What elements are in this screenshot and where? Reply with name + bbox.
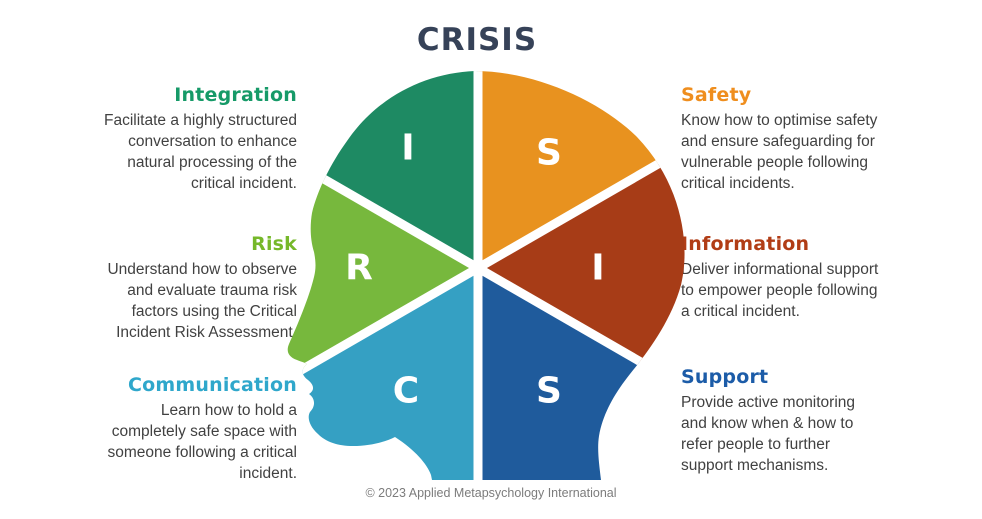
head-profile-diagram: I S R I C S bbox=[287, 71, 685, 480]
divider-lower-right bbox=[475, 264, 685, 480]
letter-safety: S bbox=[536, 133, 562, 174]
label-block-support: Support Provide active monitoring and kn… bbox=[681, 366, 921, 476]
letter-integration: I bbox=[401, 128, 414, 169]
support-heading: Support bbox=[681, 366, 769, 388]
segment-dividers bbox=[287, 71, 685, 480]
label-block-risk: Risk Understand how to observe and evalu… bbox=[57, 233, 297, 343]
letter-support: S bbox=[536, 371, 562, 412]
divider-lower-left bbox=[287, 264, 481, 480]
integration-heading: Integration bbox=[174, 84, 297, 106]
risk-description: Understand how to observe and evaluate t… bbox=[107, 261, 297, 341]
letter-information: I bbox=[591, 248, 604, 289]
communication-description: Learn how to hold a completely safe spac… bbox=[107, 402, 297, 482]
support-description: Provide active monitoring and know when … bbox=[681, 394, 856, 474]
communication-heading: Communication bbox=[127, 374, 297, 396]
safety-description: Know how to optimise safety and ensure s… bbox=[681, 112, 878, 192]
segment-integration bbox=[287, 71, 478, 268]
segment-support bbox=[478, 268, 685, 480]
safety-heading: Safety bbox=[681, 84, 752, 106]
divider-upper-right bbox=[475, 71, 685, 272]
information-description: Deliver informational support to empower… bbox=[681, 261, 879, 320]
risk-heading: Risk bbox=[251, 233, 297, 255]
label-block-safety: Safety Know how to optimise safety and e… bbox=[681, 84, 921, 194]
letter-communication: C bbox=[393, 371, 419, 412]
letter-risk: R bbox=[345, 248, 373, 289]
label-block-information: Information Deliver informational suppor… bbox=[681, 233, 921, 322]
divider-upper-left bbox=[287, 71, 481, 272]
information-heading: Information bbox=[681, 233, 810, 255]
copyright-text: © 2023 Applied Metapsychology Internatio… bbox=[365, 486, 617, 500]
label-block-communication: Communication Learn how to hold a comple… bbox=[57, 374, 297, 484]
segment-safety bbox=[478, 71, 685, 268]
segment-communication bbox=[287, 268, 478, 480]
integration-description: Facilitate a highly structured conversat… bbox=[104, 112, 297, 192]
page-title: CRISIS bbox=[416, 22, 538, 58]
label-block-integration: Integration Facilitate a highly structur… bbox=[57, 84, 297, 194]
